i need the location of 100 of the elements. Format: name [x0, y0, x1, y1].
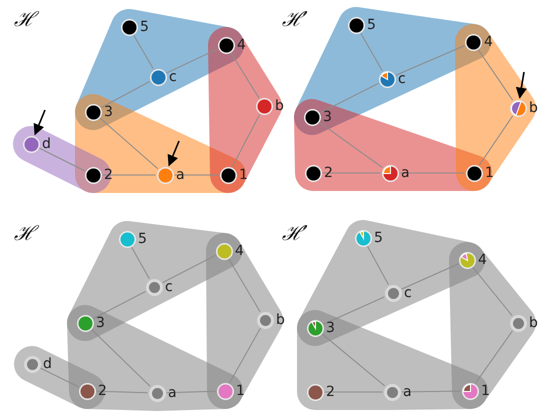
- vertex-circle: [76, 314, 94, 332]
- pie-vertex: [458, 250, 476, 270]
- graph-edge: [166, 48, 218, 74]
- graph-edge: [228, 258, 261, 312]
- graph-edge: [131, 246, 150, 280]
- vertex-label: c: [398, 71, 406, 87]
- graph-edge: [401, 390, 461, 392]
- vertex-label: a: [168, 385, 177, 401]
- vertex-label: b: [276, 312, 285, 328]
- vertex-label: 5: [138, 231, 147, 247]
- vertex-label: 3: [104, 104, 113, 120]
- vertex-circle: [214, 242, 234, 260]
- graph-edge: [401, 263, 459, 290]
- vertex-label: b: [529, 315, 538, 331]
- vertex-circle: [464, 164, 484, 182]
- vertex-circle: [384, 284, 402, 302]
- graph-edge: [96, 390, 148, 394]
- vertex-label: 4: [484, 34, 493, 50]
- vertex-circle: [382, 382, 402, 402]
- graph-edge: [40, 368, 79, 388]
- graph-edge: [323, 296, 385, 325]
- vertex-label: 3: [326, 320, 335, 336]
- vertex-circle: [254, 96, 274, 116]
- vertex-circle: [464, 32, 482, 52]
- vertex-label: 5: [374, 230, 383, 246]
- graph-edge: [478, 115, 514, 166]
- graph-edge: [367, 246, 389, 286]
- graph-edge: [472, 266, 513, 316]
- vertex-circle: [306, 382, 324, 402]
- vertex-circle: [216, 382, 234, 400]
- vertex-circle: [22, 354, 42, 374]
- pointer-arrow: [168, 140, 180, 166]
- graph-edge: [399, 172, 465, 174]
- pointer-arrow: [516, 72, 527, 99]
- graph-edge: [230, 52, 260, 98]
- vertex-label: a: [176, 167, 185, 183]
- vertex-circle: [216, 36, 236, 54]
- vertex-label: 5: [140, 19, 149, 35]
- graph-edge: [100, 81, 150, 108]
- graph-edge: [166, 390, 216, 394]
- vertex-circle: [148, 384, 166, 402]
- vertex-circle: [84, 166, 102, 184]
- vertex-circle: [144, 278, 164, 296]
- graph-edge: [322, 172, 381, 174]
- vertex-circle: [256, 310, 274, 330]
- pie-vertex: [508, 98, 528, 118]
- vertex-circle: [302, 108, 322, 126]
- pie-vertex: [378, 70, 396, 88]
- vertex-circle: [78, 382, 96, 400]
- vertex-circle: [22, 134, 40, 154]
- vertex-label: 1: [481, 383, 490, 399]
- graph-edge: [395, 45, 465, 76]
- vertex-circle: [84, 102, 102, 122]
- vertex-label: 2: [326, 384, 335, 400]
- graph-edge: [174, 174, 219, 176]
- vertex-label: c: [404, 285, 412, 301]
- vertex-circle: [218, 166, 238, 184]
- vertex-label: 1: [485, 165, 494, 181]
- graph-edge: [92, 290, 146, 320]
- vertex-circle: [304, 164, 322, 182]
- graph-edge: [360, 32, 383, 72]
- vertex-label: 2: [324, 165, 333, 181]
- graph-edge: [322, 334, 386, 386]
- vertex-label: c: [165, 279, 173, 295]
- vertex-circle: [156, 166, 174, 184]
- vertex-label: 2: [98, 383, 107, 399]
- vertex-label: a: [401, 165, 410, 181]
- graph-edge: [102, 174, 156, 176]
- graph-edge: [478, 49, 514, 101]
- vertex-label: 2: [104, 167, 113, 183]
- vertex-label: 3: [96, 315, 105, 331]
- pie-vertex: [354, 228, 372, 248]
- pie-vertex: [306, 318, 324, 338]
- vertex-label: 4: [237, 37, 246, 53]
- vertex-circle: [346, 16, 366, 34]
- vertex-label: 5: [367, 17, 376, 33]
- graph-edge: [39, 148, 85, 172]
- vertex-circle: [118, 230, 136, 248]
- vertex-label: d: [43, 356, 52, 372]
- vertex-circle: [120, 18, 138, 36]
- graph-edge: [232, 114, 260, 168]
- graph-edge: [133, 34, 154, 70]
- graph-edge: [162, 254, 216, 284]
- vertex-label: 1: [239, 167, 248, 183]
- vertex-label: 4: [478, 252, 487, 268]
- graph-edge: [319, 122, 383, 168]
- graph-edge: [100, 118, 158, 170]
- vertex-label: 1: [236, 383, 245, 399]
- vertex-label: c: [169, 69, 177, 85]
- vertex-circle: [148, 68, 168, 86]
- graph-edge: [229, 328, 261, 384]
- vertex-label: b: [275, 98, 284, 114]
- graph-edge: [91, 329, 151, 387]
- graph-edge: [474, 330, 514, 384]
- pie-vertex: [380, 164, 400, 182]
- vertex-circle: [508, 314, 528, 332]
- vertex-label: 4: [235, 243, 244, 259]
- hypergraph-title: ℋ′: [282, 222, 308, 244]
- vertex-label: a: [403, 384, 412, 400]
- pointer-arrow: [34, 110, 46, 136]
